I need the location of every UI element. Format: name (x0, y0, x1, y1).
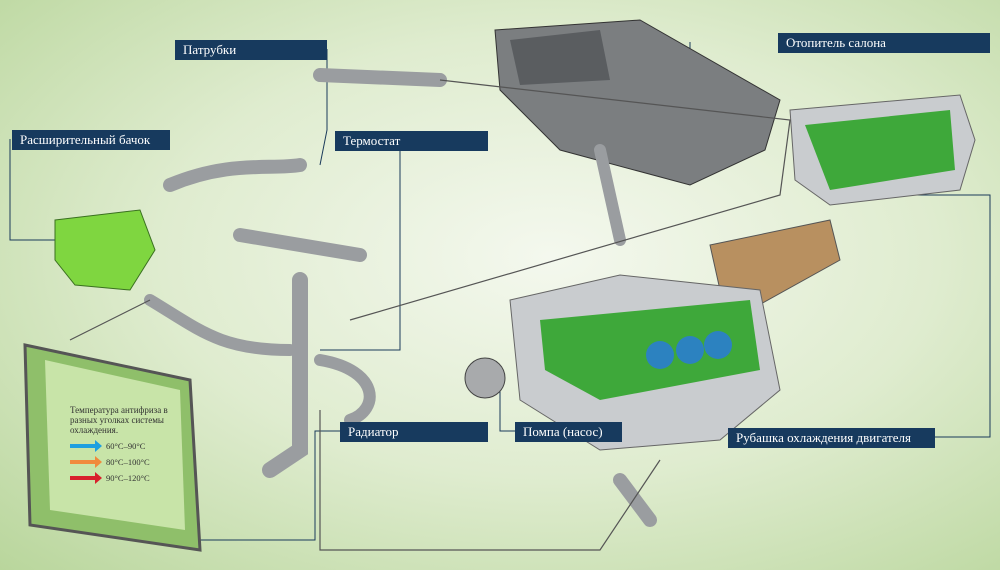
arrow-icon (70, 456, 102, 468)
arrow-icon (70, 440, 102, 452)
pump (464, 357, 506, 399)
label-heater: Отопитель салона (778, 33, 990, 53)
label-pump: Помпа (насос) (515, 422, 622, 442)
legend-title: Температура антифриза в разных уголках с… (70, 405, 168, 435)
engine-jacket (509, 94, 976, 451)
expansion-tank (54, 209, 156, 291)
radiator (23, 343, 202, 552)
coolant-lines (69, 79, 791, 551)
legend-item: 90°C–120°C (70, 472, 180, 484)
legend-item: 80°C–100°C (70, 456, 180, 468)
temperature-legend: Температура антифриза в разных уголках с… (70, 405, 180, 484)
label-radiator: Радиатор (340, 422, 488, 442)
arrow-icon (70, 472, 102, 484)
label-expansion-tank: Расширительный бачок (12, 130, 170, 150)
label-hoses: Патрубки (175, 40, 327, 60)
label-thermostat: Термостат (335, 131, 488, 151)
leader-lines (9, 42, 991, 541)
hoses (144, 68, 657, 527)
legend-item: 60°C–90°C (70, 440, 180, 452)
label-engine-jacket: Рубашка охлаждения двигателя (728, 428, 935, 448)
